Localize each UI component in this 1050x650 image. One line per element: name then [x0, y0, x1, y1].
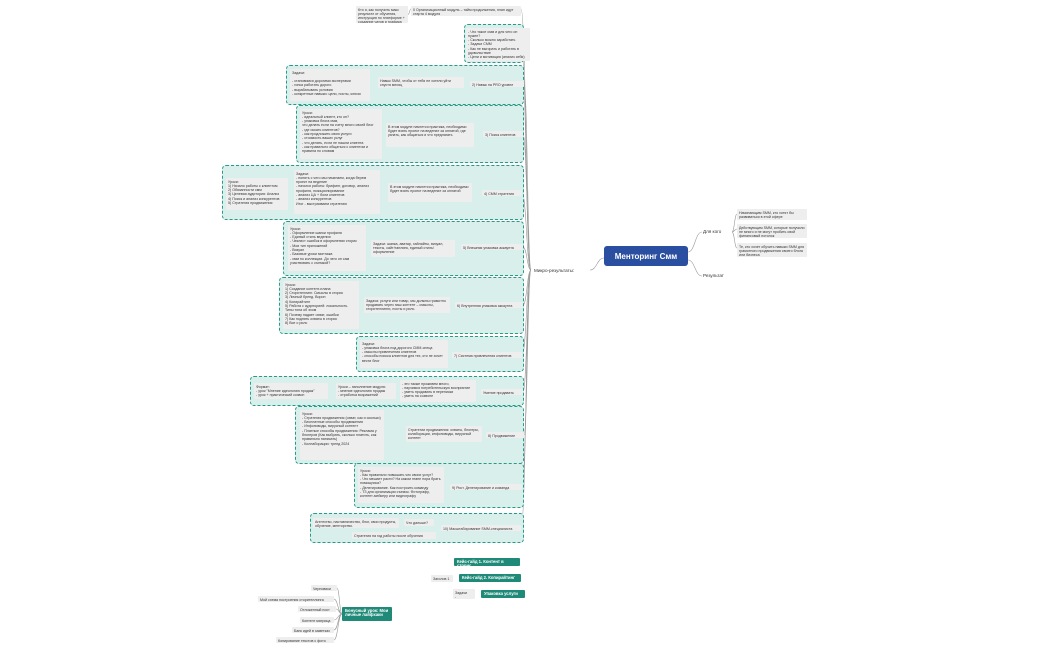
module-outer: Уроки: 1) Начало работы с клиентом 2) Об… [226, 178, 288, 210]
module-note: - Что такое смм и для чего он нужен? - С… [466, 28, 530, 61]
for-whom-note: Те, кто хочет обучить навыки SMM для гра… [737, 243, 807, 257]
bonus-item: Черновики [311, 585, 337, 591]
module-note: Кто я, как получить макс результат от об… [356, 6, 408, 23]
link-micro [589, 257, 605, 271]
bottom-item-pre: Задачи - [453, 589, 475, 599]
link-module [522, 133, 532, 271]
module-lead: Уроки: - Как правильно повышать чек свои… [358, 467, 444, 503]
module-title[interactable]: 4) СММ стратегия [482, 190, 522, 196]
link-module [522, 246, 532, 271]
module-note: Навык SMM, чтобы от тебя не хотели уйти … [378, 77, 464, 88]
bottom-item[interactable]: Кейс-гайд 2. Копирайтинг [459, 574, 521, 582]
link-bonus-item [333, 613, 343, 621]
module-title[interactable]: 7) Система привлечения клиентов [452, 352, 522, 358]
module-title[interactable]: 3) Поиск клиентов [483, 131, 523, 137]
for-whom-note: Действующим SMM, которые получили не мно… [737, 224, 807, 238]
bonus-item: Банк идей в заметках [292, 627, 334, 633]
module-note: В этом модуле начнется практика, необход… [388, 183, 472, 202]
bonus-node[interactable]: Бонусный урок: Мои личные лайфхаки [342, 607, 392, 621]
bonus-item: Копирование текстов с фото [276, 637, 334, 643]
link-module [523, 269, 532, 436]
module-lead: Уроки: - Оформление шапки профиля - Един… [288, 225, 366, 271]
module-title[interactable]: 5) Внешняя упаковка аккаунта [461, 244, 523, 250]
module-extra: Стратегия на год работы после обучения [352, 532, 436, 539]
for-whom-node[interactable]: Для кого [703, 229, 722, 234]
link-bonus-item [333, 613, 343, 641]
link-module [522, 269, 532, 393]
link-module [523, 83, 532, 271]
module-note: В этом модуле начнется практика, необход… [386, 123, 474, 147]
bottom-item-pre: Заголов 1 [431, 575, 453, 582]
module-title[interactable]: 0 Организационный модуль – тайм продолже… [411, 6, 521, 16]
module-lead: Уроки: 1) Создание контент-плана 2) Стор… [283, 281, 359, 329]
module-lead: Задачи: - понять с чего мы начинаем, ког… [294, 170, 380, 214]
module-lead: Уроки: - идеальный клиент, кто он? - упа… [300, 109, 382, 159]
bonus-item: Отложенный пост [298, 606, 336, 612]
root-label: Менторинг Смм [614, 251, 678, 261]
module-note: - это также проживем много, - научимся п… [400, 380, 476, 402]
module-note: Стратегии продвижения: охваты, блогеры, … [406, 426, 482, 442]
module-lead: Задачи: - упаковка блога под дорогого СМ… [360, 340, 448, 368]
bonus-item: Контент матрица [300, 617, 334, 623]
link-bonus-item [333, 613, 343, 631]
module-lead: Агентство, наставничество, блог, свои пр… [313, 518, 399, 528]
module-lead: Уроки – наполнение модуля: - мнение идео… [336, 383, 396, 399]
module-title[interactable]: 9) Рост. Делегирование и команда [450, 484, 522, 490]
for-whom-note: Начинающим SMM, кто хотят бы развиваться… [737, 209, 807, 220]
module-title[interactable]: 6) Внутренняя упаковка аккаунта [455, 302, 523, 308]
bottom-item[interactable]: Кейс-гайд 1. Контент в сторис [454, 558, 520, 566]
result-node[interactable]: Результат [703, 273, 724, 278]
module-note: Задача: услуги или товар, мы должны грам… [364, 297, 450, 313]
module-title[interactable]: 10) Масштабирование SMM-специалиста [441, 525, 521, 531]
module-lead: Задачи: - становимся дорогими экспертами… [290, 69, 370, 101]
micro-results-node[interactable]: Микро-результаты: [534, 268, 575, 273]
link-for-whom [687, 231, 703, 253]
module-lead: Уроки: - Стратегия продвижения (охват, к… [300, 410, 384, 460]
module-note: Что дальше? [404, 519, 434, 526]
module-outer: Формат: - урок "Мнение идеологию продаж"… [254, 383, 328, 399]
bottom-item[interactable]: Упаковка услуги [481, 590, 525, 598]
module-note: Задачи: шапка, аватар, хайлайты, визуал,… [371, 240, 455, 257]
bonus-item: Мой схема построения сторителлинга [258, 596, 334, 602]
link-result [687, 259, 703, 277]
module-title[interactable]: 8) Продвижение [486, 432, 524, 438]
module-title[interactable]: 2) Навык на PRO уровне [470, 81, 524, 87]
link-module [522, 269, 532, 306]
module-title[interactable]: Умение продавать [481, 389, 523, 395]
root-node[interactable]: Менторинг Смм [604, 246, 688, 266]
